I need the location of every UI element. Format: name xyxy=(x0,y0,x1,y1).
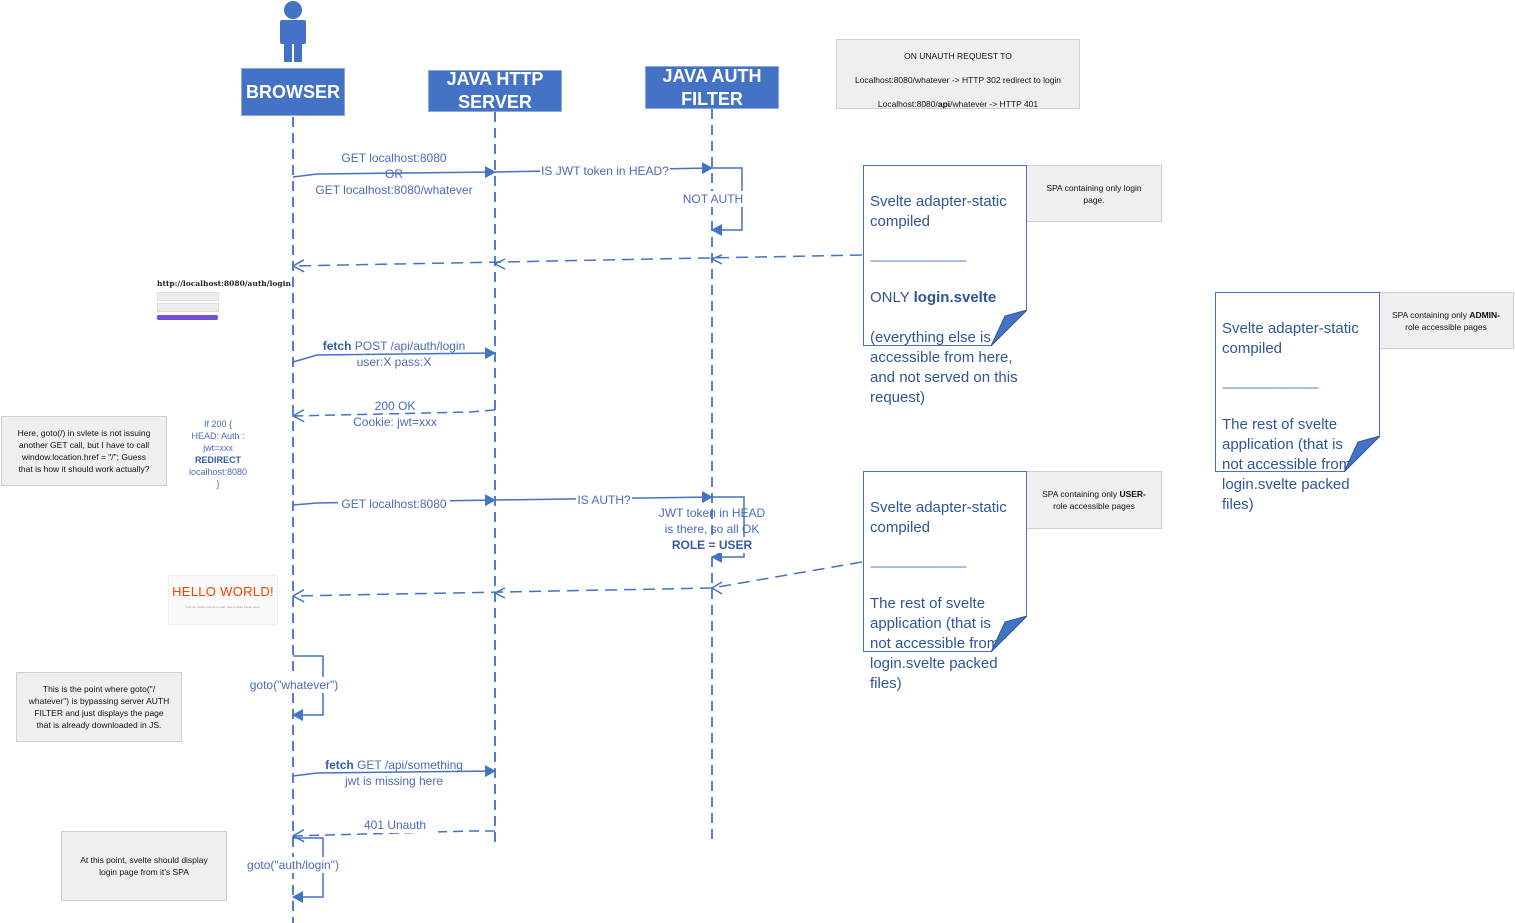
msg-get-local: GET localhost:8080 xyxy=(338,496,450,512)
arrow-fetch-get xyxy=(292,765,496,778)
lane-server: JAVA HTTP SERVER xyxy=(428,69,562,112)
spa-admin-post: role accessible pages xyxy=(1405,321,1487,332)
hello-world-heading: HELLO WORLD! xyxy=(172,584,274,599)
if-200-post: localhost:8080 } xyxy=(188,467,248,489)
spa-user-bold: USER- xyxy=(1119,489,1146,499)
arrow-get-root xyxy=(292,166,496,179)
bypass-note: This is the point where goto("/ whatever… xyxy=(16,672,182,742)
lane-browser: BROWSER xyxy=(241,68,345,116)
page-fold-icon xyxy=(991,616,1027,652)
spa-user-pre: SPA containing only xyxy=(1042,489,1120,499)
lane-filter: JAVA AUTH FILTER xyxy=(645,66,779,109)
unauth-line-3-post: /whatever -> HTTP 401 xyxy=(950,99,1039,109)
msg-200-ok: 200 OK Cookie: jwt=xxx xyxy=(353,399,437,429)
login-url-label: http://localhost:8080/auth/login xyxy=(157,279,291,288)
doc-login-bundle: Svelte adapter-static compiled ---------… xyxy=(863,165,1027,406)
doc-login-file: login.svelte xyxy=(913,289,997,306)
thumb-username-field xyxy=(157,292,219,301)
doc-user-body: The rest of svelte application (that is … xyxy=(870,595,1000,692)
hello-world-sub: Visit the Svelte tutorial to learn how t… xyxy=(185,605,261,609)
fetch-keyword: fetch xyxy=(322,339,352,353)
msg-fetch-login: fetch POST /api/auth/login user:X pass:X xyxy=(300,338,488,370)
spa-login-note: SPA containing only login page. xyxy=(1026,165,1162,222)
fetch-login-body: user:X pass:X xyxy=(356,355,432,369)
unauth-line-3-pre: Localhost:8080/ xyxy=(877,99,938,109)
if-200-pre: If 200 { HEAD: Auth : jwt=xxx xyxy=(191,419,245,453)
msg-goto-login: goto("auth/login") xyxy=(238,857,348,873)
doc-login-only: ONLY xyxy=(870,289,914,306)
arrow-return-login xyxy=(291,254,863,273)
fetch-login-url: POST /api/auth/login xyxy=(351,339,466,353)
msg-401: 401 Unauth xyxy=(352,817,438,833)
msg-fetch-get: fetch GET /api/something jwt is missing h… xyxy=(300,757,488,789)
msg-goto-whatever: goto("whatever") xyxy=(240,677,348,693)
doc-login-title: Svelte adapter-static compiled xyxy=(870,193,1007,230)
spa-admin-pre: SPA containing only xyxy=(1391,309,1470,320)
arrow-fetch-login xyxy=(292,347,496,363)
page-fold-icon xyxy=(991,310,1027,346)
arrow-return-hello xyxy=(711,561,863,589)
arrow-return-hello-2 xyxy=(291,587,713,603)
spa-user-note: SPA containing only USER-role accessible… xyxy=(1026,471,1162,529)
doc-admin-title: Svelte adapter-static compiled xyxy=(1222,320,1359,357)
msg-is-auth: IS AUTH? xyxy=(576,492,632,508)
fetch-get-url: GET /api/something xyxy=(353,758,463,772)
if-200-redirect: REDIRECT xyxy=(194,455,241,465)
spa-admin-bold: ADMIN- xyxy=(1469,309,1501,320)
msg-not-auth: NOT AUTH xyxy=(680,191,746,207)
spa-user-post: role accessible pages xyxy=(1053,501,1135,511)
doc-admin-body: The rest of svelte application (that is … xyxy=(1222,416,1352,513)
unauth-line-2: Localhost:8080/whatever -> HTTP 302 redi… xyxy=(854,75,1062,85)
spa-admin-note: SPA containing only ADMIN-role accessibl… xyxy=(1378,292,1514,349)
page-fold-icon xyxy=(1344,436,1380,472)
arrow-401 xyxy=(291,829,495,843)
login-page-thumbnail: http://localhost:8080/auth/login xyxy=(157,279,291,321)
fetch-keyword-2: fetch xyxy=(325,758,354,772)
doc-admin-bundle: Svelte adapter-static compiled ---------… xyxy=(1215,292,1380,513)
doc-login-rest: (everything else is not accessible from … xyxy=(870,329,1018,406)
msg-jwt-there: JWT token in HEAD is there, so all OK xyxy=(658,506,766,536)
goto-issue-note: Here, goto(/) in svlete is not issuing a… xyxy=(1,416,167,486)
msg-get-root: GET localhost:8080 OR GET localhost:8080… xyxy=(315,151,473,197)
thumb-login-button xyxy=(157,315,218,320)
doc-login-sep: -------------------------------- xyxy=(870,253,967,267)
doc-user-bundle: Svelte adapter-static compiled ---------… xyxy=(863,471,1027,692)
msg-is-jwt: IS JWT token in HEAD? xyxy=(540,163,670,179)
doc-user-title: Svelte adapter-static compiled xyxy=(870,499,1007,536)
unauth-note: ON UNAUTH REQUEST TO Localhost:8080/what… xyxy=(836,39,1080,109)
hello-world-thumbnail: HELLO WORLD! Visit the Svelte tutorial t… xyxy=(168,575,278,625)
thumb-password-field xyxy=(157,303,219,312)
display-login-note: At this point, svelte should display log… xyxy=(61,831,227,901)
person-icon xyxy=(280,1,306,62)
unauth-line-1: ON UNAUTH REQUEST TO xyxy=(904,51,1012,61)
arrow-role-user xyxy=(711,496,745,563)
fetch-get-body: jwt is missing here xyxy=(344,774,444,788)
doc-admin-sep: -------------------------------- xyxy=(1222,380,1319,394)
arrow-200-ok xyxy=(291,409,496,423)
doc-user-sep: -------------------------------- xyxy=(870,559,967,573)
msg-role-user: ROLE = USER xyxy=(668,537,756,553)
unauth-line-3-api: api xyxy=(937,99,951,109)
